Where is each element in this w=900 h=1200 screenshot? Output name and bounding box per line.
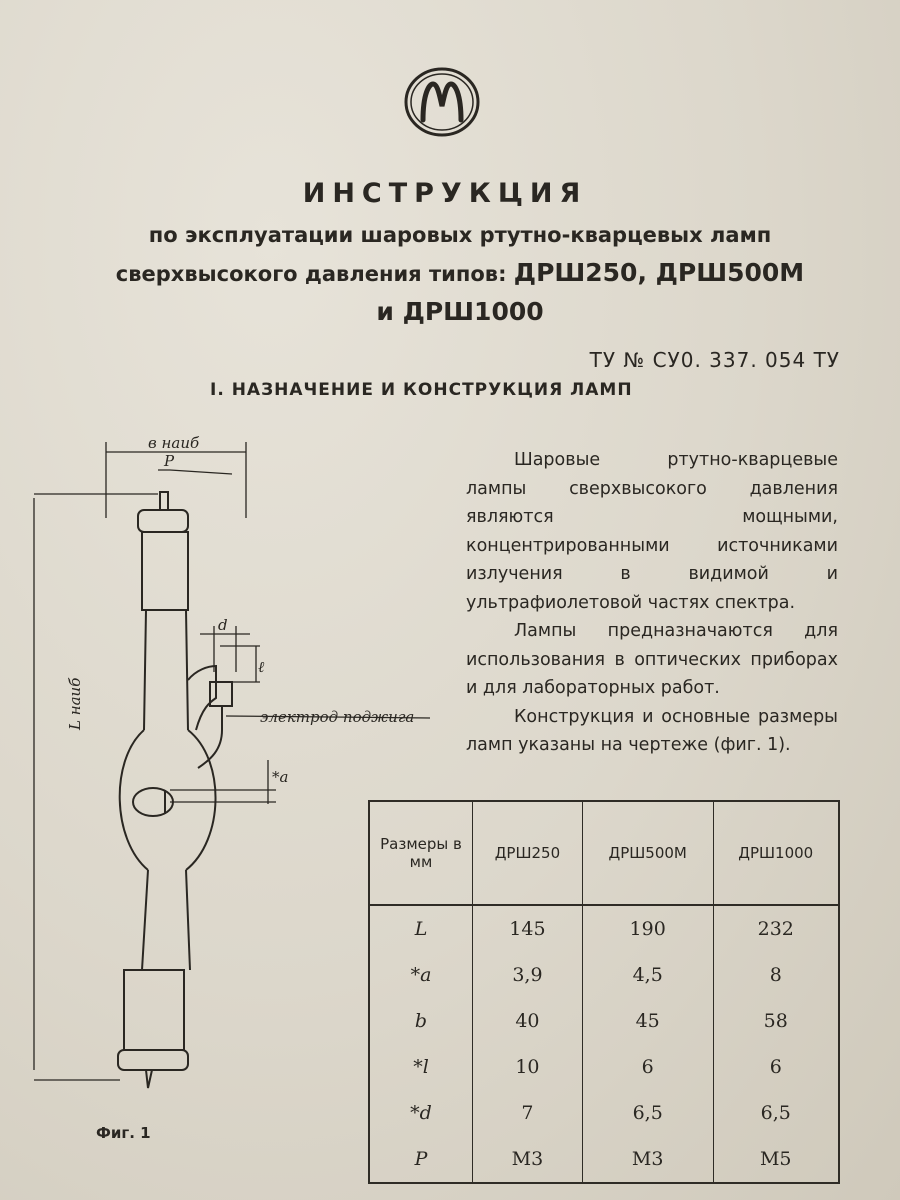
table-cell: 6 bbox=[582, 1044, 714, 1090]
table-cell-param: *l bbox=[369, 1044, 473, 1090]
section-heading: I. НАЗНАЧЕНИЕ И КОНСТРУКЦИЯ ЛАМП bbox=[210, 380, 633, 400]
table-cell: 190 bbox=[582, 905, 714, 952]
label-d: d bbox=[218, 616, 228, 634]
table-header-col-2: ДРШ500М bbox=[582, 801, 714, 906]
table-cell-param: *a bbox=[369, 952, 473, 998]
subtitle-line-2: сверхвысокого давления типов: ДРШ250, ДР… bbox=[60, 254, 860, 293]
table-header-col-1: ДРШ250 bbox=[472, 801, 583, 906]
table-cell: 7 bbox=[472, 1090, 583, 1136]
table-cell-param: P bbox=[369, 1136, 473, 1183]
table-header-col-3: ДРШ1000 bbox=[713, 801, 839, 906]
table-header-row: Размеры в мм ДРШ250 ДРШ500М ДРШ1000 bbox=[369, 801, 839, 906]
document-title: ИНСТРУКЦИЯ bbox=[302, 178, 588, 209]
table-cell: 6 bbox=[769, 1056, 782, 1078]
paragraph-1: Шаровые ртутно-кварцевые лампы сверхвысо… bbox=[466, 450, 838, 613]
table-cell: 10 bbox=[472, 1044, 583, 1090]
table-cell: 3,9 bbox=[472, 952, 583, 998]
subtitle-lamp-types: ДРШ250, ДРШ500М bbox=[513, 258, 805, 287]
table-cell: 45 bbox=[582, 998, 714, 1044]
section-body: Шаровые ртутно-кварцевые лампы сверхвысо… bbox=[466, 446, 838, 760]
label-l: ℓ bbox=[258, 658, 264, 676]
table-cell-param: b bbox=[369, 998, 473, 1044]
table-cell: 58 bbox=[763, 1010, 788, 1032]
subtitle-line-2-text: сверхвысокого давления типов: bbox=[115, 262, 514, 286]
table-cell: 232 bbox=[757, 918, 794, 940]
label-ignition-electrode: электрод поджига bbox=[260, 708, 414, 726]
table-cell: 40 bbox=[472, 998, 583, 1044]
table-header-param: Размеры в мм bbox=[369, 801, 473, 906]
table-row: *l 10 6 6 bbox=[369, 1044, 839, 1090]
lamp-drawing: в наиб P d ℓ электрод поджига *а L наиб bbox=[33, 434, 431, 1089]
document-subtitle: по эксплуатации шаровых ртутно-кварцевых… bbox=[60, 216, 860, 331]
figure-caption: Фиг. 1 bbox=[96, 1124, 151, 1142]
table-cell: М3 bbox=[472, 1136, 583, 1183]
paragraph-3: Конструкция и основные размеры ламп указ… bbox=[466, 706, 838, 756]
table-cell: 4,5 bbox=[582, 952, 714, 998]
table-row: *a 3,9 4,5 8 bbox=[369, 952, 839, 998]
label-L-max: L наиб bbox=[66, 677, 84, 731]
factory-m-logo-icon bbox=[404, 67, 480, 137]
subtitle-line-3: и ДРШ1000 bbox=[376, 297, 544, 326]
table-row: P М3 М3 М5 bbox=[369, 1136, 839, 1183]
table-row: *d 7 6,5 6,5 bbox=[369, 1090, 839, 1136]
subtitle-line-1: по эксплуатации шаровых ртутно-кварцевых… bbox=[148, 223, 772, 247]
label-p: P bbox=[163, 452, 175, 470]
tech-spec-number: ТУ № СУ0. 337. 054 ТУ bbox=[589, 348, 840, 372]
table-cell: 8 bbox=[769, 964, 782, 986]
paragraph-2: Лампы предназначаются для использования … bbox=[466, 621, 838, 698]
table-cell: 6,5 bbox=[582, 1090, 714, 1136]
table-cell-param: *d bbox=[369, 1090, 473, 1136]
table-cell: 6,5 bbox=[760, 1102, 791, 1124]
label-a: *а bbox=[272, 768, 288, 786]
table-cell-param: L bbox=[369, 905, 473, 952]
table-row: L 145 190 232 bbox=[369, 905, 839, 952]
table-cell: М5 bbox=[759, 1148, 792, 1170]
label-b-max: в наиб bbox=[148, 434, 200, 452]
table-row: b 40 45 58 bbox=[369, 998, 839, 1044]
dimensions-table: Размеры в мм ДРШ250 ДРШ500М ДРШ1000 L 14… bbox=[368, 800, 840, 1184]
table-cell: 145 bbox=[472, 905, 583, 952]
table-cell: М3 bbox=[582, 1136, 714, 1183]
